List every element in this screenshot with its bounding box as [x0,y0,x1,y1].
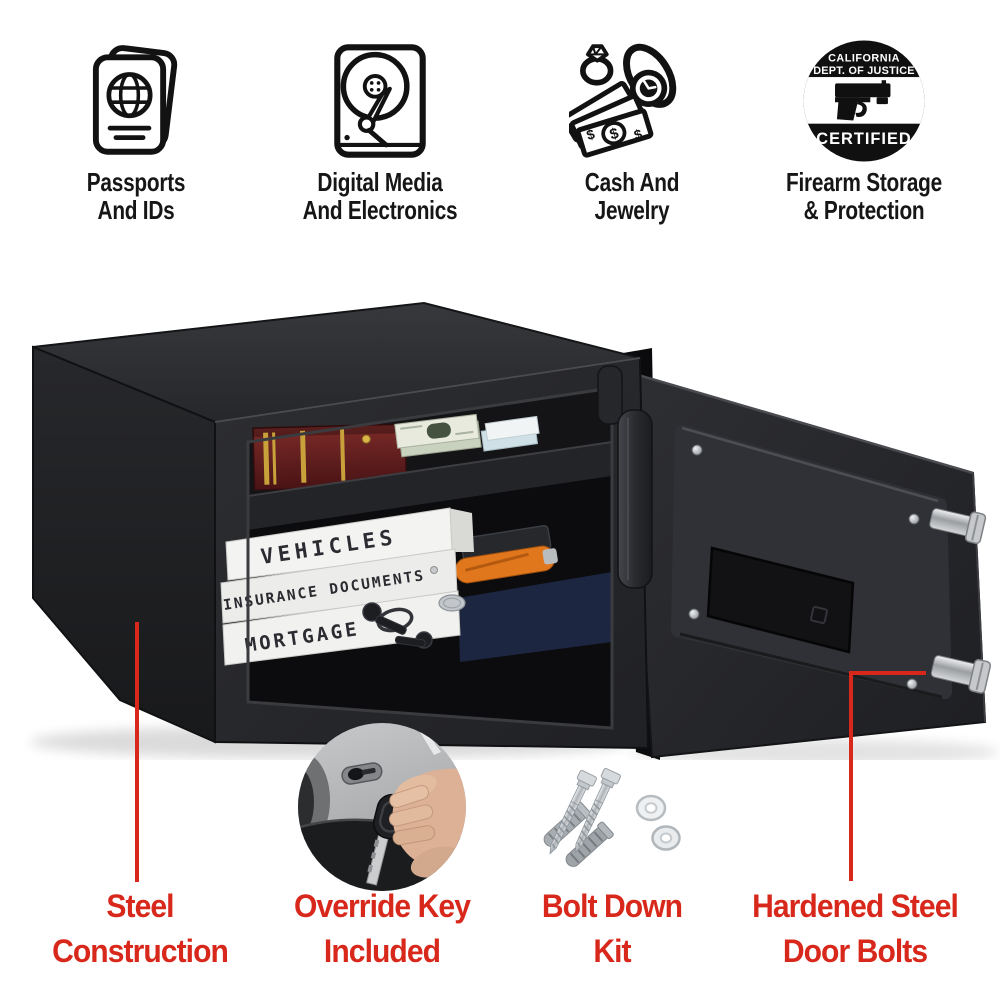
feature-cash-jewelry: $ $ $ Cash And Jewelry [517,34,747,224]
housing-screws [688,444,920,690]
battery-cover-slot [706,546,855,654]
feature-steel-construction: Steel Construction [0,884,281,974]
pistol-icon [835,80,891,121]
callout-line-door-bolts-vertical [849,671,853,881]
red-label-line: Kit [593,933,631,969]
red-label-line: Override Key [294,888,471,924]
feature-firearm-storage-label: Firearm Storage & Protection [772,168,956,224]
hard-drive-icon-wrap [265,34,495,168]
red-label-line: Door Bolts [782,933,928,969]
red-label-line: Included [323,933,441,969]
card-stack [480,415,540,452]
door-top-edge [627,370,974,475]
feature-label-line: Passports [86,167,186,197]
hand [388,768,466,878]
bolt-down-kit-photo [543,768,681,867]
callout-line-steel-construction [135,622,139,882]
badge-text-dept: DEPT. OF JUSTICE [813,65,915,77]
door-bolt-upper [929,508,987,545]
safe-door [626,370,992,759]
blue-folder [458,572,612,662]
safe-interior: VEHICLES INSURANCE DOCUMENTS MORTGAGE [220,388,613,728]
feature-label-line: Digital Media [317,167,443,197]
feature-label-line: & Protection [803,195,925,225]
cash-stack [394,413,482,458]
cash-jewelry-icon-wrap: $ $ $ [517,34,747,168]
keys [362,602,433,649]
housing-top-edge [681,426,939,503]
feature-bolt-down-kit: Bolt Down Kit [471,884,753,974]
keyhole [341,762,383,785]
badge-text-california: CALIFORNIA [828,52,900,64]
feature-passports: Passports And IDs [21,34,251,224]
feature-firearm-storage: CALIFORNIA DEPT. OF JUSTICE CERTIFIED Fi… [749,34,979,224]
binder-end [448,508,474,552]
front-top-edge [214,357,641,423]
red-label-line: Construction [52,933,229,969]
wall-anchors [543,801,614,867]
passport-icon-wrap [21,34,251,168]
coin [438,594,466,612]
red-label-line: Hardened Steel [752,888,959,924]
callout-line-door-bolts-horizontal [849,671,926,675]
override-key-photo [298,723,466,891]
door-lock-housing [671,425,952,699]
feature-cash-jewelry-label: Cash And Jewelry [540,168,724,224]
lag-screws [549,768,621,855]
door-hinge [597,365,653,589]
feature-hardened-bolts: Hardened Steel Door Bolts [714,884,996,974]
feature-label-line: Cash And [584,167,680,197]
passport-icon [92,45,178,155]
feature-passports-label: Passports And IDs [44,168,228,224]
cover-logo [810,606,828,624]
feature-label-line: Jewelry [594,195,670,225]
safe-box: VEHICLES INSURANCE DOCUMENTS MORTGAGE [32,301,650,750]
shelf-bar [248,442,612,530]
red-label-line: Bolt Down [541,888,683,924]
feature-digital-media: Digital Media And Electronics [265,34,495,224]
washers [635,794,681,851]
feature-override-key: Override Key Included [241,884,523,974]
feature-label-line: Firearm Storage [786,167,942,197]
red-label-line: Steel [106,888,174,924]
safe-photo: VEHICLES INSURANCE DOCUMENTS MORTGAGE [30,301,1000,760]
badge-text-certified: CERTIFIED [816,130,911,148]
housing-bottom-edge [679,632,943,699]
doj-badge-wrap: CALIFORNIA DEPT. OF JUSTICE CERTIFIED [749,34,979,168]
doj-certified-badge: CALIFORNIA DEPT. OF JUSTICE CERTIFIED [803,40,925,162]
feature-label-line: And IDs [97,195,175,225]
feature-label-line: And Electronics [302,195,458,225]
door-bolt-lower [930,655,992,694]
feature-digital-media-label: Digital Media And Electronics [288,168,472,224]
cash-jewelry-icon: $ $ $ [569,43,677,158]
safe-left-face [32,345,216,744]
opening-bevel [246,386,614,730]
hard-drive-icon [334,44,426,158]
